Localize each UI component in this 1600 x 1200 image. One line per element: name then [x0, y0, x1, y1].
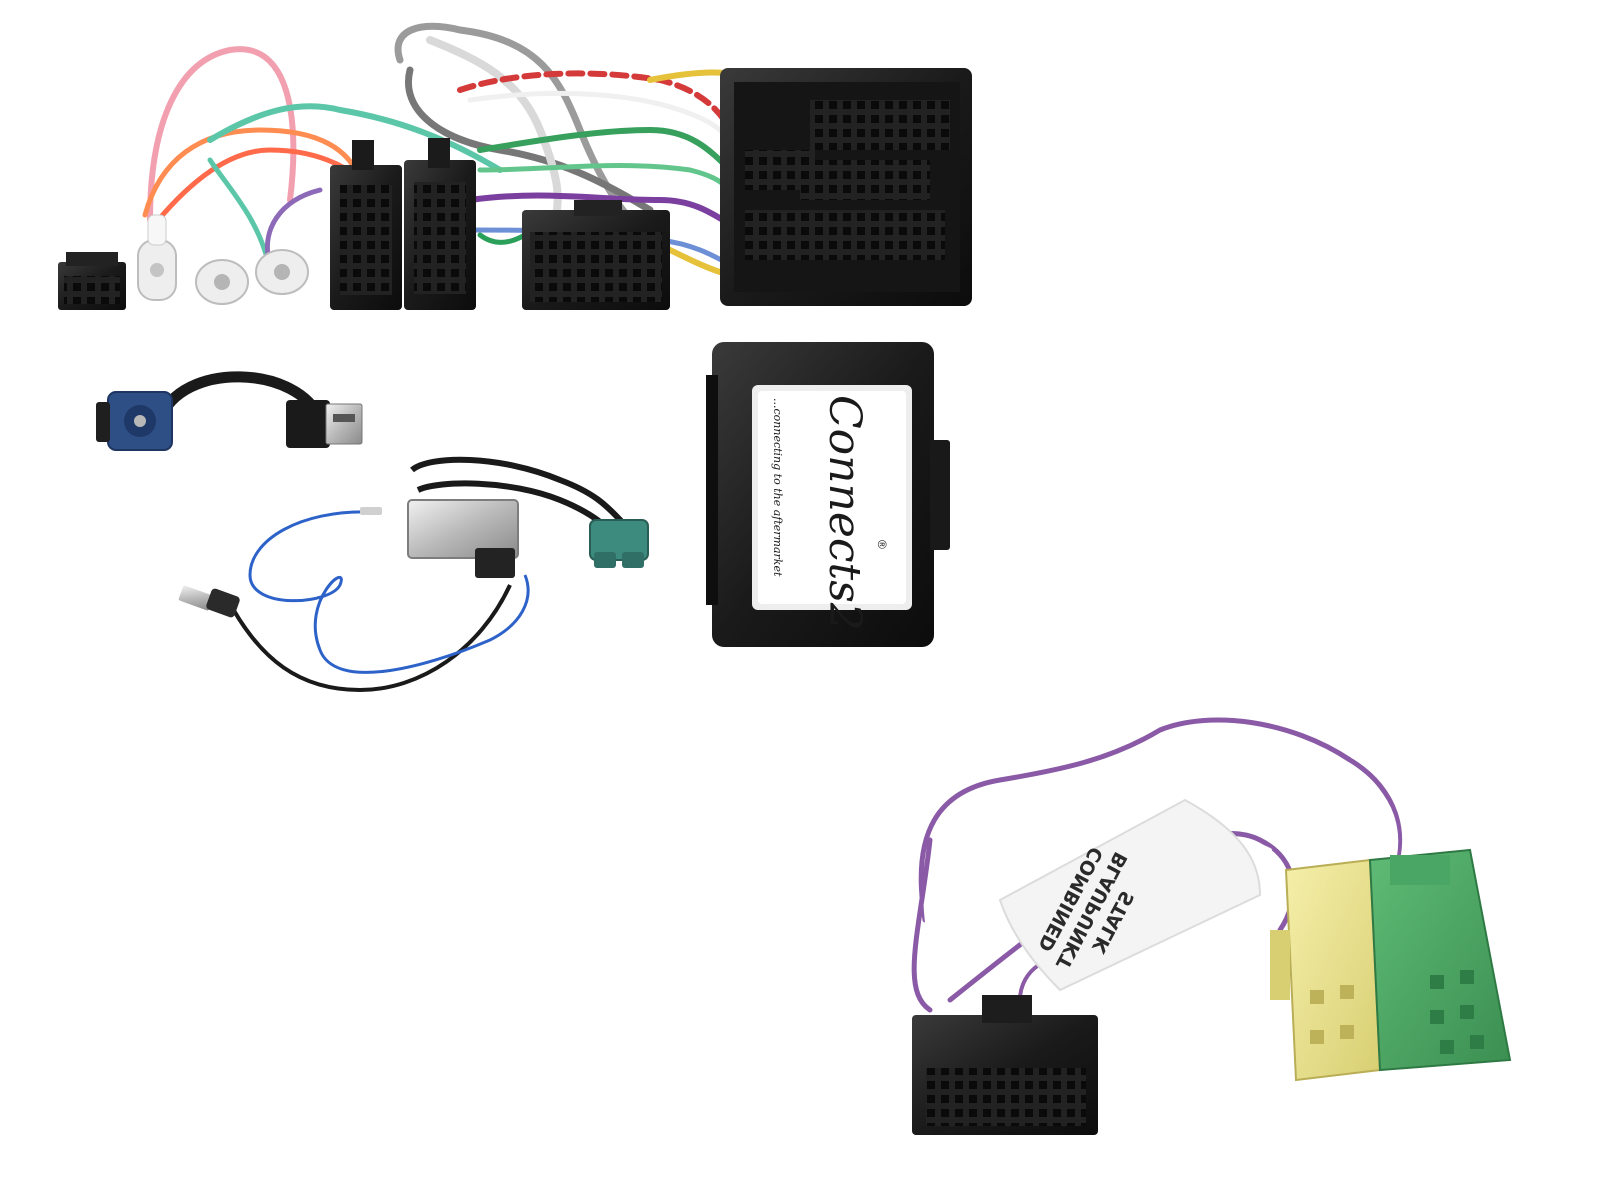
antenna-adapter	[178, 456, 649, 693]
ten-pin-connector	[912, 995, 1098, 1135]
fakra-twin-connector	[589, 519, 649, 568]
bullet-terminal-3	[255, 249, 309, 295]
module-label: Connects2 ® ...connecting to the afterma…	[752, 385, 912, 631]
fakra-blue-connector	[96, 391, 173, 451]
registered-mark: ®	[875, 540, 889, 549]
module-tagline: ...connecting to the aftermarket	[771, 398, 784, 577]
iso-power-connector	[330, 140, 402, 310]
fakra-usb-adapter	[96, 371, 363, 451]
mini-iso-yellow-connector	[1270, 858, 1382, 1082]
main-wiring-harness	[58, 22, 972, 310]
vehicle-quadlock-connector	[720, 68, 972, 306]
bullet-terminal-1	[137, 214, 177, 301]
interface-module: Connects2 ® ...connecting to the afterma…	[706, 342, 950, 647]
stalk-lead: COMBINED BLAUPUNKT STALK	[911, 717, 1512, 1135]
twenty-four-pin-connector	[522, 200, 670, 310]
iso-speaker-connector	[404, 138, 476, 310]
stalk-label-sleeve: COMBINED BLAUPUNKT STALK	[998, 798, 1262, 992]
amplifier-box	[407, 499, 519, 578]
usb-plug	[286, 400, 363, 448]
bullet-terminal-2	[195, 259, 249, 305]
six-pin-connector	[58, 252, 126, 310]
din-antenna-plug	[178, 585, 240, 618]
module-brand-logo: Connects2	[819, 395, 870, 631]
blue-wire-terminal	[360, 507, 382, 515]
mini-iso-green-connector	[1368, 848, 1512, 1072]
